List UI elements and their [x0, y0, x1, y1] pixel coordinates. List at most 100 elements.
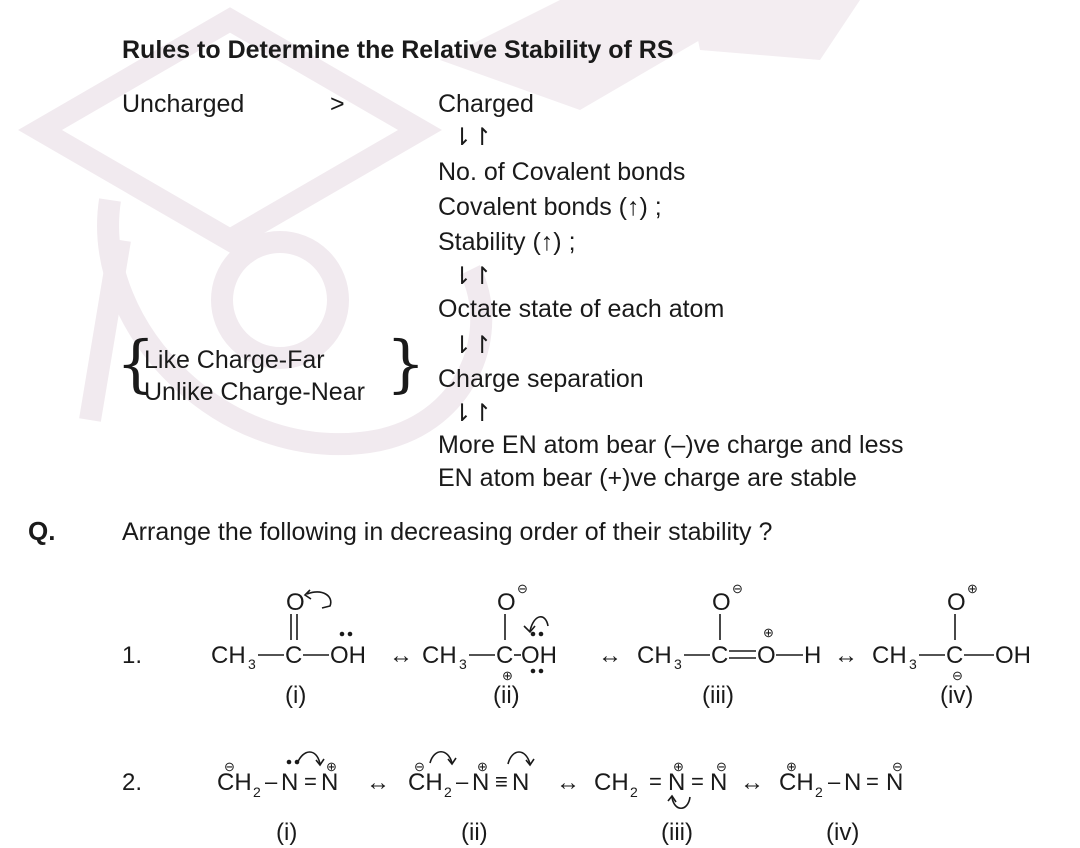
single-bond: – [456, 769, 469, 794]
triple-bond: ≡ [495, 769, 508, 794]
structure-label: (iii) [661, 819, 693, 846]
uncharged-label: Uncharged [122, 90, 245, 118]
hydroxyl-group: OH [995, 642, 1031, 669]
lone-pair-dot [530, 668, 536, 674]
negative-charge-icon: ⊖ [952, 668, 963, 683]
resonance-arrow: ↔ [366, 769, 390, 796]
lone-pair-dot [347, 631, 353, 637]
item-number: 1. [122, 642, 142, 669]
rule-step-charge-separation: Charge separation [438, 365, 644, 393]
curved-arrow-icon [529, 616, 549, 632]
resonance-arrow: ↔ [740, 769, 764, 796]
greater-than-sign: > [330, 90, 345, 118]
single-bond: – [828, 769, 841, 794]
down-arrow-icon: ⇂↾ [452, 263, 493, 290]
ch-group: CH [217, 769, 252, 796]
item-number: 2. [122, 769, 142, 796]
rule-step-en-line2: EN atom bear (+)ve charge are stable [438, 464, 857, 492]
oxygen-atom: O [286, 589, 305, 616]
arrow-head-icon [315, 758, 325, 767]
subscript-3: 3 [674, 656, 682, 672]
structure-label: (iv) [940, 682, 973, 709]
carbon-atom: C [946, 642, 963, 669]
lone-pair-dot [530, 631, 536, 637]
curved-arrow-icon [306, 591, 332, 609]
double-bond: = [304, 769, 317, 794]
nitrogen-atom: N [321, 769, 338, 796]
lone-pair-dot [538, 631, 544, 637]
nitrogen-atom: N [281, 769, 298, 796]
positive-charge-icon: ⊕ [967, 581, 978, 596]
nitrogen-atom: N [668, 769, 685, 796]
negative-charge-icon: ⊖ [892, 759, 903, 774]
curved-arrow-icon [671, 796, 691, 810]
arrow-head-icon [525, 758, 535, 767]
down-arrow-icon: ⇂↾ [452, 124, 493, 151]
subscript-2: 2 [253, 784, 261, 800]
ch-group: CH [779, 769, 814, 796]
nitrogen-atom: N [886, 769, 903, 796]
oxygen-atom: O [497, 589, 516, 616]
structure-label: (iii) [702, 682, 734, 709]
subscript-2: 2 [815, 784, 823, 800]
oxygen-atom: O [712, 589, 731, 616]
hydrogen-atom: H [804, 642, 821, 669]
question-marker: Q. [28, 516, 56, 546]
rule-step-covalent-count: No. of Covalent bonds [438, 158, 686, 186]
ch-group: CH [211, 642, 246, 669]
hydroxyl-group: OH [521, 642, 557, 669]
brace-line-like-charge: Like Charge-Far [144, 346, 325, 374]
positive-charge-icon: ⊕ [326, 759, 337, 774]
positive-charge-icon: ⊕ [502, 668, 513, 683]
arrow-head-icon [667, 794, 677, 803]
subscript-3: 3 [909, 656, 917, 672]
resonance-arrow: ↔ [389, 642, 413, 669]
double-bond: = [691, 769, 704, 794]
structure-label: (ii) [493, 682, 520, 709]
brace-line-unlike-charge: Unlike Charge-Near [144, 378, 365, 406]
positive-charge-icon: ⊕ [763, 625, 774, 640]
nitrogen-atom: N [710, 769, 727, 796]
carbon-atom: C [496, 642, 513, 669]
positive-charge-icon: ⊕ [477, 759, 488, 774]
nitrogen-atom: N [472, 769, 489, 796]
lone-pair-dot [286, 759, 292, 765]
down-arrow-icon: ⇂↾ [452, 332, 493, 359]
charged-label: Charged [438, 90, 534, 118]
oxygen-atom: O [757, 642, 776, 669]
structure-label: (i) [285, 682, 306, 709]
structure-label: (ii) [461, 819, 488, 846]
double-bond: = [649, 769, 662, 794]
oxygen-atom: O [947, 589, 966, 616]
rule-step-covalent-bonds: Covalent bonds (↑) ; [438, 193, 662, 221]
right-curly-brace: } [386, 327, 426, 400]
nitrogen-atom: N [844, 769, 861, 796]
subscript-3: 3 [459, 656, 467, 672]
arrow-head-icon [523, 625, 536, 634]
subscript-2: 2 [444, 784, 452, 800]
left-curly-brace: { [116, 327, 156, 400]
ch-group: CH [594, 769, 629, 796]
negative-charge-icon: ⊖ [716, 759, 727, 774]
subscript-3: 3 [248, 656, 256, 672]
rule-step-en-line1: More EN atom bear (–)ve charge and less [438, 431, 904, 459]
arrow-head-icon [303, 589, 312, 600]
ch-group: CH [637, 642, 672, 669]
resonance-arrow: ↔ [834, 642, 858, 669]
negative-charge-icon: ⊖ [414, 759, 425, 774]
nitrogen-atom: N [512, 769, 529, 796]
resonance-arrow: ↔ [598, 642, 622, 669]
curved-arrow-icon [507, 751, 531, 765]
down-arrow-icon: ⇂↾ [452, 400, 493, 427]
hydroxyl-group: OH [330, 642, 366, 669]
rule-step-stability: Stability (↑) ; [438, 228, 576, 256]
ch-group: CH [422, 642, 457, 669]
lone-pair-dot [538, 668, 544, 674]
carbon-atom: C [285, 642, 302, 669]
subscript-2: 2 [630, 784, 638, 800]
ch-group: CH [872, 642, 907, 669]
ch-group: CH [408, 769, 443, 796]
carbon-atom: C [711, 642, 728, 669]
double-bond: = [866, 769, 879, 794]
curved-arrow-icon [429, 750, 453, 764]
